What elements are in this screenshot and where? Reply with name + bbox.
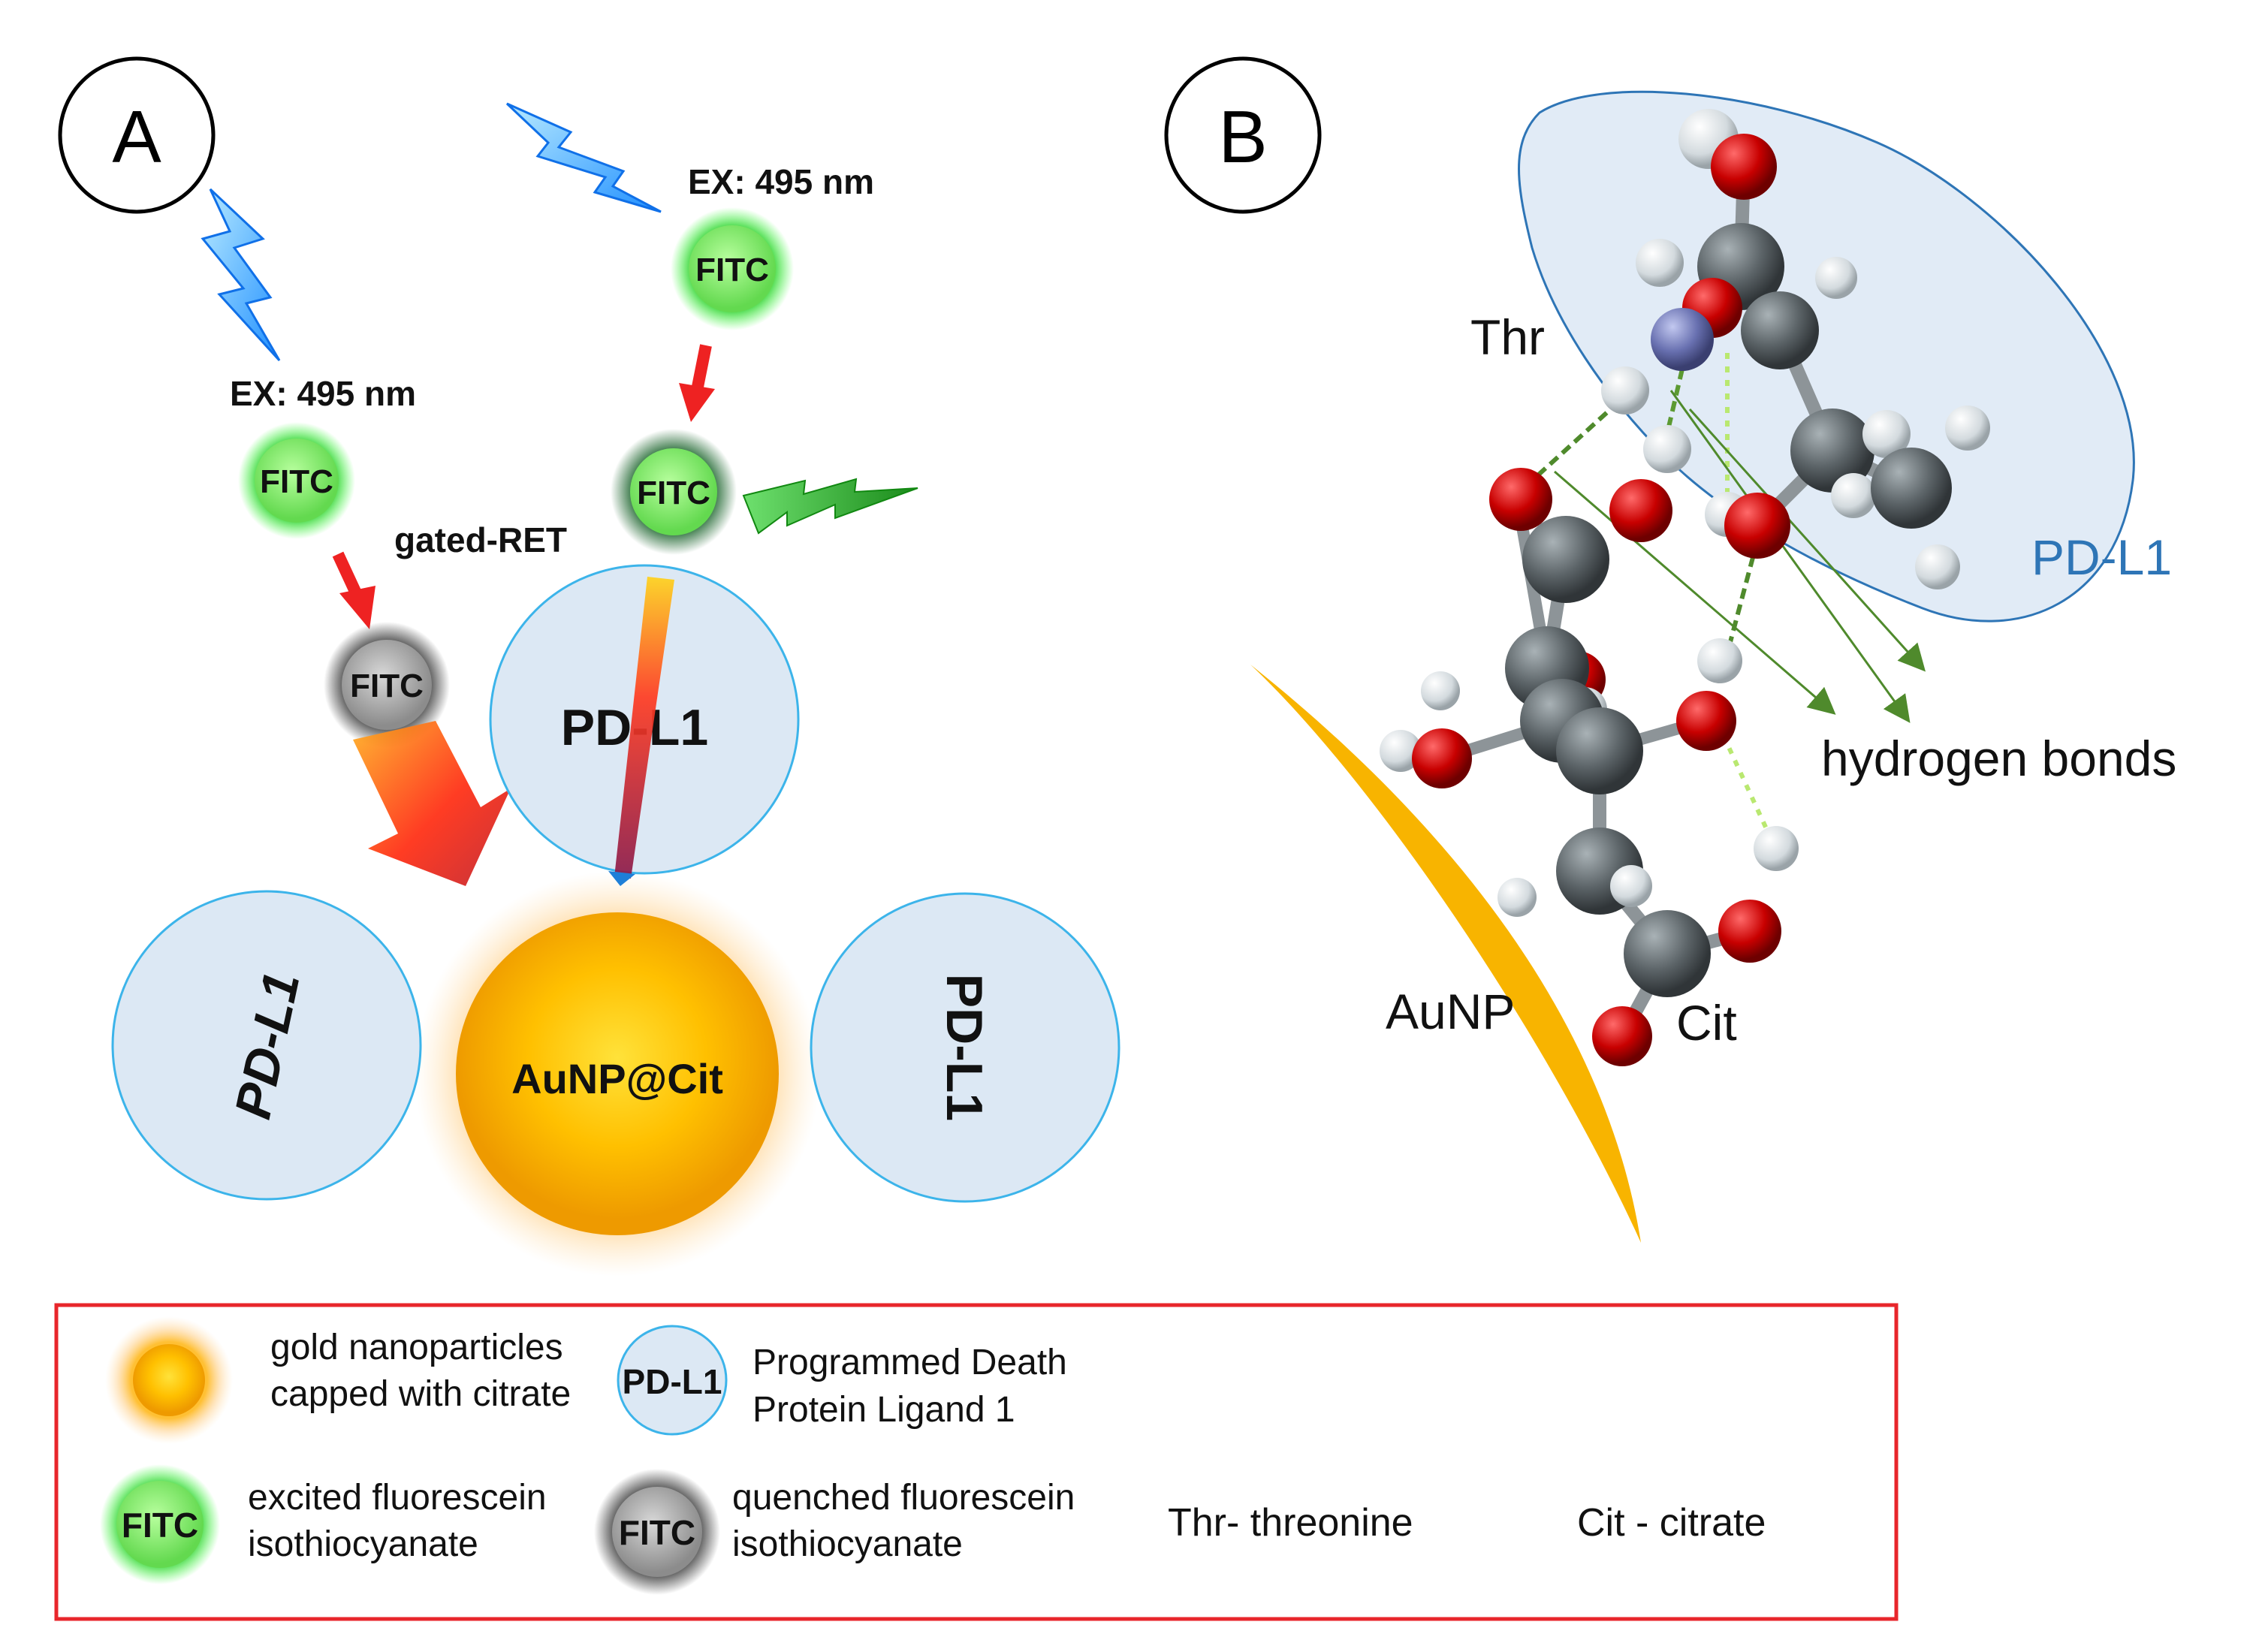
left-excitation-label: EX: 495 nm [230,374,416,413]
legend-gold-text-2: capped with citrate [270,1374,571,1414]
legend-quenched-fitc-label: FITC [619,1513,695,1552]
left-excited-fitc: FITC [238,422,355,539]
citrate-atoms [1380,468,1799,1066]
right-excitation-bolt-icon [505,102,662,213]
legend-excited-text-1: excited fluorescein [248,1478,547,1518]
left-excitation-bolt-icon [201,188,281,362]
thr-label: Thr [1470,309,1545,365]
legend-pdl1-text-2: Protein Ligand 1 [753,1390,1015,1430]
legend-thr-definition: Thr- threonine [1168,1501,1413,1545]
legend-cit-definition: Cit - citrate [1577,1501,1766,1545]
emission-bolt-icon [742,478,918,535]
ret-energy-arrow [353,721,511,886]
legend-pdl1-icon-label: PD-L1 [623,1362,722,1401]
panel-a-label-circle [58,56,216,214]
quenched-fitc: FITC [324,622,450,748]
panel-b-label-circle [1164,56,1322,214]
right-red-arrow [679,344,715,422]
legend-excited-text-2: isothiocyanate [248,1524,478,1564]
pdl1-b-label: PD-L1 [2031,529,2172,585]
energy-beam [614,577,674,879]
legend-excited-fitc-label: FITC [122,1506,198,1545]
panel-b: B PD-L1 Thr [1164,56,2176,1243]
pdl1-right-label: PD-L1 [936,974,993,1121]
threonine-atoms [1601,109,1990,589]
legend-border [54,1303,1899,1621]
hydrogen-bonds-label: hydrogen bonds [1821,731,2176,786]
quenched-fitc-label: FITC [350,668,424,704]
aunp-b-label: AuNP [1386,984,1515,1039]
right-excited-fitc: FITC [671,207,794,330]
legend-quenched-text-2: isothiocyanate [732,1524,963,1564]
right-excitation-label: EX: 495 nm [688,162,874,201]
emitting-fitc: FITC [611,429,737,555]
legend-excited-fitc-icon: FITC [100,1464,220,1584]
cit-label: Cit [1676,995,1737,1051]
pdl1-region [1518,90,2135,623]
aunp-label: AuNP@Cit [511,1055,723,1102]
panel-a: A EX: 495 nm FITC gated-RET FITC EX: 495… [58,56,1120,1277]
gated-ret-label: gated-RET [394,520,567,559]
legend-quenched-fitc-icon: FITC [594,1469,720,1595]
legend-pdl1-icon: PD-L1 [617,1325,728,1436]
panel-b-label: B [1218,95,1267,178]
energy-beam-tip [608,871,635,886]
legend-gold-text-1: gold nanoparticles [270,1328,563,1367]
left-red-arrow [332,551,375,629]
hydrogen-bond-pointers [1554,390,1926,723]
legend-gold-icon [105,1316,233,1444]
panel-a-label: A [112,95,161,178]
right-excited-fitc-label: FITC [695,252,769,288]
legend-quenched-text-1: quenched fluorescein [732,1478,1075,1518]
left-excited-fitc-label: FITC [260,463,333,500]
pdl1-right: PD-L1 [810,892,1120,1203]
legend-pdl1-text-1: Programmed Death [753,1343,1067,1382]
gold-nanoparticle: AuNP@Cit [415,871,820,1277]
emitting-fitc-label: FITC [637,475,710,511]
legend: gold nanoparticles capped with citrate P… [54,1303,1899,1621]
pdl1-left: PD-L1 [111,890,422,1201]
